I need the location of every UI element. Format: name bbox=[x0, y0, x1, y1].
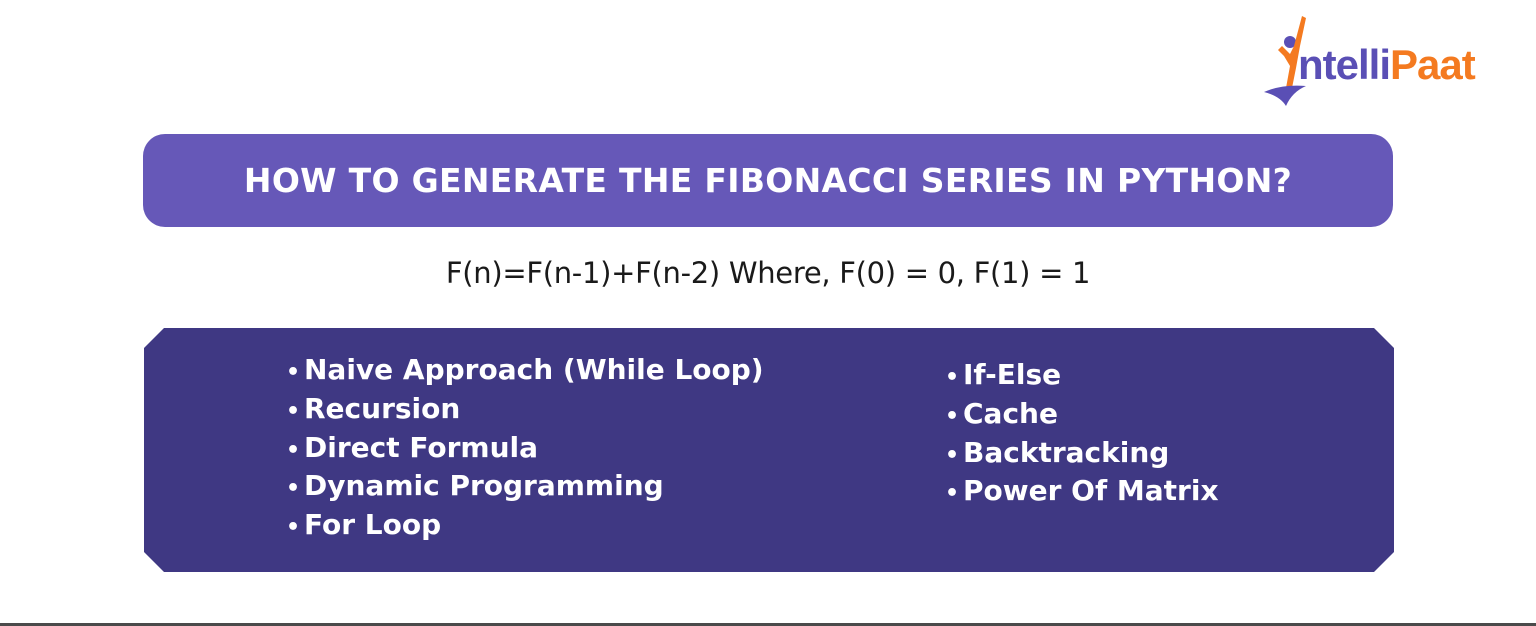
page-title: HOW TO GENERATE THE FIBONACCI SERIES IN … bbox=[243, 161, 1293, 200]
list-item: •Cache bbox=[945, 395, 1219, 434]
list-item: •If-Else bbox=[945, 356, 1219, 395]
methods-panel: •Naive Approach (While Loop) •Recursion … bbox=[144, 328, 1394, 572]
bullet-icon: • bbox=[945, 442, 960, 468]
bullet-icon: • bbox=[945, 365, 960, 390]
runner-figure-icon bbox=[1264, 16, 1306, 106]
list-item: •For Loop bbox=[286, 506, 764, 545]
bullet-icon: • bbox=[286, 360, 301, 385]
list-item-label: Power Of Matrix bbox=[963, 474, 1219, 508]
list-item-label: Dynamic Programming bbox=[304, 469, 664, 503]
bottom-divider bbox=[0, 623, 1536, 626]
bullet-icon: • bbox=[286, 515, 301, 541]
bullet-icon: • bbox=[945, 403, 960, 429]
list-item: •Dynamic Programming bbox=[286, 467, 764, 506]
list-item: •Direct Formula bbox=[286, 429, 764, 468]
methods-list-right: •If-Else •Cache •Backtracking •Power Of … bbox=[945, 356, 1219, 511]
title-banner: HOW TO GENERATE THE FIBONACCI SERIES IN … bbox=[143, 134, 1393, 227]
list-item-label: For Loop bbox=[304, 508, 442, 542]
list-item-label: If-Else bbox=[963, 358, 1062, 391]
bullet-icon: • bbox=[286, 437, 301, 463]
list-item-label: Naive Approach (While Loop) bbox=[304, 353, 764, 386]
list-item-label: Direct Formula bbox=[304, 430, 539, 464]
logo-text-paat: Paat bbox=[1390, 41, 1476, 88]
fibonacci-formula: F(n)=F(n-1)+F(n-2) Where, F(0) = 0, F(1)… bbox=[445, 256, 1091, 290]
list-item: •Power Of Matrix bbox=[945, 472, 1219, 511]
methods-list-left: •Naive Approach (While Loop) •Recursion … bbox=[286, 351, 764, 545]
list-item: •Naive Approach (While Loop) bbox=[286, 351, 764, 390]
list-item-label: Cache bbox=[963, 396, 1058, 430]
bullet-icon: • bbox=[286, 398, 301, 424]
list-item-label: Recursion bbox=[304, 391, 461, 425]
list-item: •Backtracking bbox=[945, 434, 1219, 473]
bullet-icon: • bbox=[945, 481, 960, 507]
logo-text-intelli: ntelli bbox=[1298, 41, 1391, 88]
list-item: •Recursion bbox=[286, 390, 764, 429]
bullet-icon: • bbox=[286, 476, 301, 502]
logo-wordmark: ntelliPaat bbox=[1298, 41, 1476, 88]
list-item-label: Backtracking bbox=[963, 435, 1170, 469]
intellipaat-logo: ntelliPaat bbox=[1262, 16, 1524, 108]
